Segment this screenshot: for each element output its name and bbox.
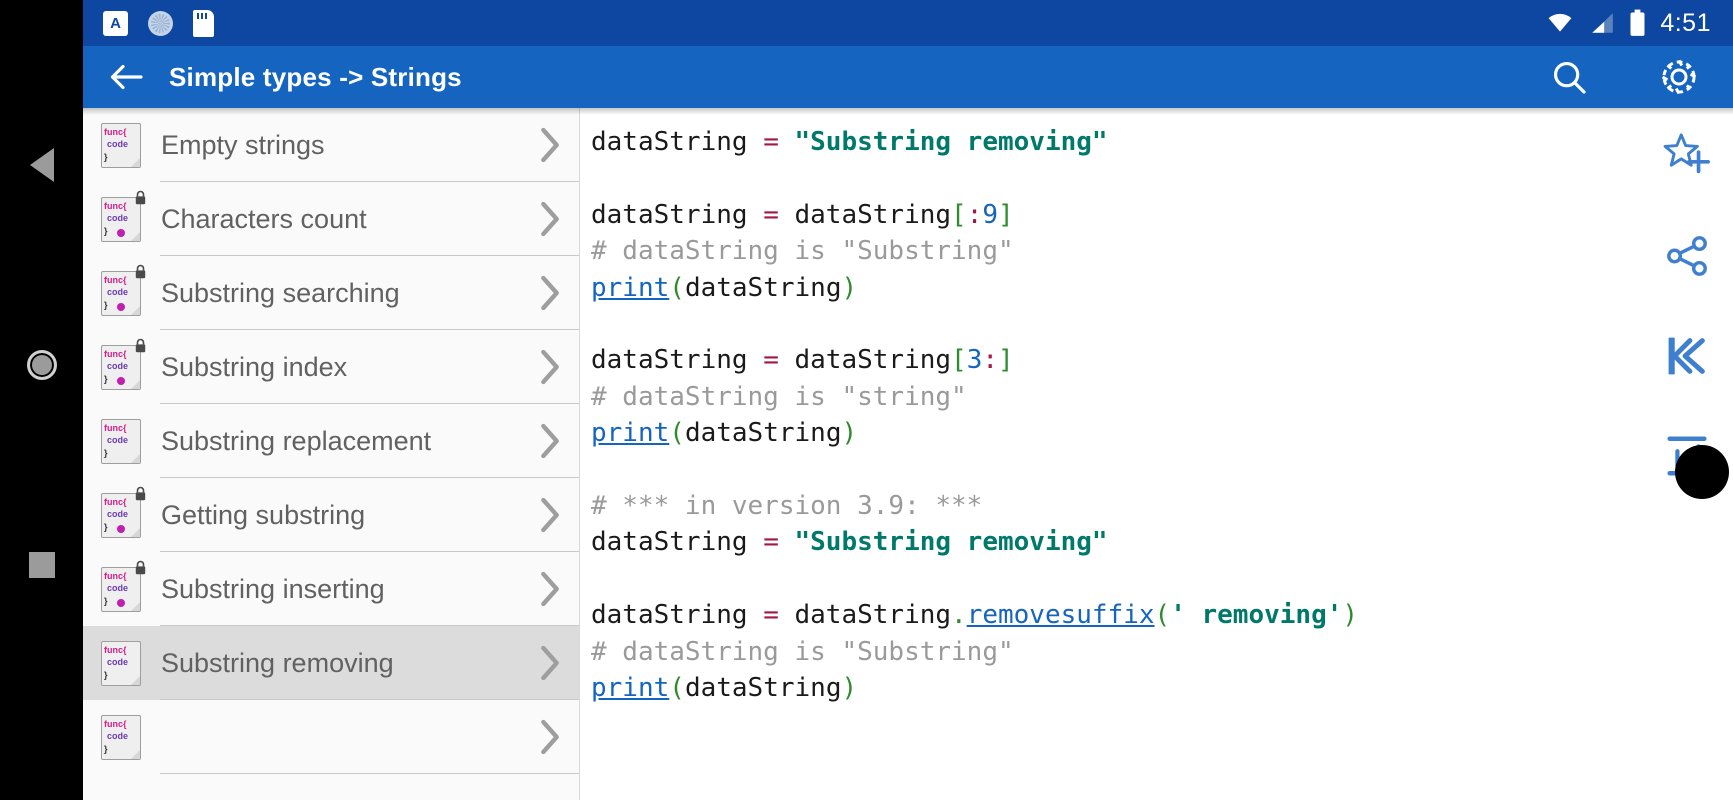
func-code-document-icon: func{ code }	[101, 190, 146, 243]
list-item-label: Getting substring	[161, 499, 366, 530]
android-back-button[interactable]	[0, 135, 83, 195]
back-triangle-icon	[29, 148, 54, 182]
skip-previous-icon	[1668, 337, 1705, 375]
phone-screen: A 4:51 Simple types -> Strings	[83, 0, 1733, 800]
func-code-document-icon: func{ code }	[101, 338, 146, 391]
chevron-right-icon	[521, 421, 579, 461]
android-a-icon: A	[103, 10, 128, 36]
list-divider	[160, 329, 579, 330]
func-code-document-icon: func{ code }	[101, 713, 144, 761]
code-viewer[interactable]: dataString = "Substring removing" dataSt…	[580, 108, 1733, 800]
page-title: Simple types -> Strings	[169, 61, 462, 92]
chevron-right-icon	[521, 495, 579, 535]
chevron-right-icon	[521, 717, 579, 757]
list-divider	[160, 699, 579, 700]
home-circle-icon	[26, 350, 57, 380]
list-item-label: Substring inserting	[161, 573, 385, 604]
list-item-selected[interactable]: func{ code } Substring removing	[83, 626, 579, 700]
chevron-right-icon	[521, 273, 579, 313]
add-to-favorites-button[interactable]	[1659, 128, 1715, 184]
list-item-label: Substring removing	[161, 647, 394, 678]
list-item[interactable]: func{ code } Getting substring	[83, 478, 579, 552]
status-bar-notification-icons: A	[83, 9, 214, 37]
func-code-document-icon: func{ code }	[101, 417, 144, 465]
wifi-icon	[1548, 13, 1572, 32]
search-icon	[1553, 61, 1586, 94]
topic-list[interactable]: func{ code } Empty strings func{ code }	[83, 108, 580, 800]
list-item-label: Characters count	[161, 203, 367, 234]
list-item[interactable]: func{ code }	[83, 700, 579, 774]
android-recents-button[interactable]	[0, 535, 83, 595]
lock-icon	[135, 264, 146, 279]
status-bar-clock: 4:51	[1660, 8, 1711, 37]
app-bar-actions	[1541, 49, 1707, 105]
sync-icon	[148, 10, 173, 36]
settings-button[interactable]	[1651, 49, 1707, 105]
func-code-document-icon: func{ code }	[101, 560, 146, 613]
app-bar: Simple types -> Strings	[83, 46, 1733, 108]
code-block: dataString = "Substring removing" dataSt…	[591, 127, 1359, 704]
recents-square-icon	[28, 552, 55, 578]
list-item-label: Substring searching	[161, 277, 400, 308]
android-home-button[interactable]	[0, 335, 83, 395]
chevron-right-icon	[521, 569, 579, 609]
action-rail	[1641, 108, 1733, 800]
list-divider	[160, 625, 579, 626]
func-code-document-icon: func{ code }	[101, 639, 144, 687]
cellular-signal-icon	[1592, 13, 1614, 33]
content-area: func{ code } Empty strings func{ code }	[83, 108, 1733, 800]
chevron-right-icon	[521, 347, 579, 387]
share-button[interactable]	[1659, 228, 1715, 284]
status-bar: A 4:51	[83, 0, 1733, 46]
lock-icon	[135, 190, 146, 205]
list-item[interactable]: func{ code } Characters count	[83, 182, 579, 256]
list-divider	[160, 255, 579, 256]
list-item[interactable]: func{ code } Substring index	[83, 330, 579, 404]
touch-cursor	[1675, 445, 1729, 499]
search-button[interactable]	[1541, 49, 1597, 105]
list-item[interactable]: func{ code } Empty strings	[83, 108, 579, 182]
lock-icon	[135, 338, 146, 353]
battery-full-icon	[1630, 9, 1645, 36]
func-code-document-icon: func{ code }	[101, 121, 144, 169]
func-code-document-icon: func{ code }	[101, 486, 146, 539]
sd-card-icon	[193, 9, 214, 37]
android-navigation-bar	[0, 0, 83, 800]
list-divider	[160, 551, 579, 552]
list-item-label: Substring index	[161, 351, 348, 382]
status-bar-system-icons: 4:51	[1545, 0, 1711, 46]
list-item-label: Substring replacement	[161, 425, 432, 456]
gear-icon	[1661, 59, 1697, 95]
star-plus-icon	[1663, 133, 1710, 174]
list-divider	[160, 477, 579, 478]
list-item[interactable]: func{ code } Substring replacement	[83, 404, 579, 478]
list-item-label: Empty strings	[161, 129, 325, 160]
share-icon	[1667, 236, 1707, 276]
list-item[interactable]: func{ code } Substring searching	[83, 256, 579, 330]
chevron-right-icon	[521, 125, 579, 165]
list-divider	[160, 403, 579, 404]
func-code-document-icon: func{ code }	[101, 264, 146, 317]
back-button[interactable]	[83, 62, 169, 92]
lock-icon	[135, 486, 146, 501]
list-divider	[160, 773, 579, 774]
chevron-right-icon	[521, 199, 579, 239]
list-item[interactable]: func{ code } Substring inserting	[83, 552, 579, 626]
skip-to-start-button[interactable]	[1659, 328, 1715, 384]
list-divider	[160, 181, 579, 182]
lock-icon	[135, 560, 146, 575]
back-arrow-icon	[110, 64, 143, 90]
chevron-right-icon	[521, 643, 579, 683]
